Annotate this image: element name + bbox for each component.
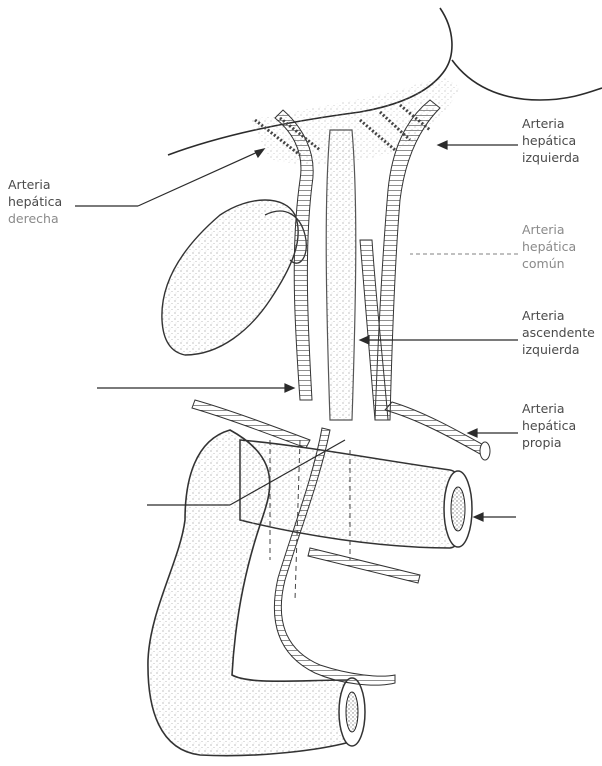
label-line: propia <box>522 434 576 451</box>
label-hepatica-derecha: Arteria hepática derecha <box>8 176 62 227</box>
label-hepatica-izquierda: Arteria hepática izquierda <box>522 115 580 166</box>
pancreas-tube <box>240 440 466 548</box>
label-line: Arteria <box>522 221 576 238</box>
label-line: común <box>522 255 576 272</box>
proper-hepatic-artery <box>385 402 487 455</box>
label-line: hepática <box>522 417 576 434</box>
label-line: hepática <box>522 132 580 149</box>
label-hepatica-comun: Arteria hepática común <box>522 221 576 272</box>
label-line: izquierda <box>522 149 580 166</box>
bile-duct <box>326 130 356 420</box>
label-line: izquierda <box>522 341 595 358</box>
label-line: Arteria <box>522 307 595 324</box>
label-hepatica-propia: Arteria hepática propia <box>522 400 576 451</box>
gallbladder <box>162 200 298 355</box>
label-line: derecha <box>8 210 62 227</box>
label-line: Arteria <box>522 400 576 417</box>
lower-vessel <box>308 548 420 583</box>
label-line: hepática <box>522 238 576 255</box>
label-line: hepática <box>8 193 62 210</box>
label-line: Arteria <box>8 176 62 193</box>
label-line: ascendente <box>522 324 595 341</box>
label-line: Arteria <box>522 115 580 132</box>
label-ascendente-izquierda: Arteria ascendente izquierda <box>522 307 595 358</box>
liver-border-right <box>452 60 602 100</box>
